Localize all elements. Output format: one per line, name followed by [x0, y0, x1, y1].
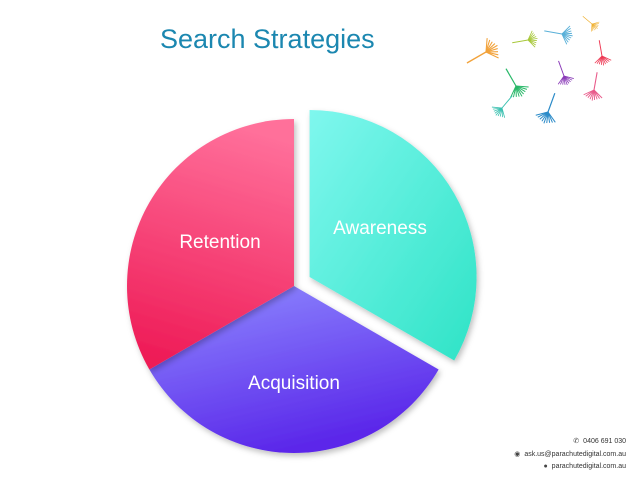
dandelion-seed-icon: [491, 95, 513, 118]
contact-phone: ✆ 0406 691 030: [573, 437, 626, 446]
dandelion-seed-icon: [505, 68, 529, 98]
slice-label-awareness: Awareness: [333, 218, 427, 239]
phone-number: 0406 691 030: [583, 437, 626, 445]
web-address: parachutedigital.com.au: [551, 463, 626, 470]
dandelion-seed-icon: [544, 25, 573, 45]
dandelion-seed-icon: [512, 30, 538, 48]
contact-email: ◉ ask.us@parachutedigital.com.au: [514, 450, 626, 459]
page-title: Search Strategies: [160, 24, 375, 54]
pie-slice-awareness: [309, 110, 477, 361]
dandelion-seeds-decoration: [466, 16, 612, 124]
dandelion-seed-icon: [557, 60, 574, 86]
pie-slice-acquisition: [149, 286, 439, 453]
contact-web: ● parachutedigital.com.au: [543, 463, 626, 470]
web-icon: ●: [543, 463, 548, 470]
email-icon: ◉: [514, 451, 521, 458]
phone-icon: ✆: [573, 438, 580, 445]
dandelion-seed-icon: [582, 16, 600, 32]
slice-label-retention: Retention: [179, 232, 260, 253]
dandelion-seed-icon: [583, 72, 603, 101]
dandelion-seed-icon: [594, 40, 612, 66]
slice-label-acquisition: Acquisition: [248, 373, 340, 394]
email-address: ask.us@parachutedigital.com.au: [524, 450, 626, 458]
dandelion-seed-icon: [535, 93, 556, 124]
dandelion-seed-icon: [466, 38, 499, 64]
pie-slice-retention: [127, 119, 294, 370]
